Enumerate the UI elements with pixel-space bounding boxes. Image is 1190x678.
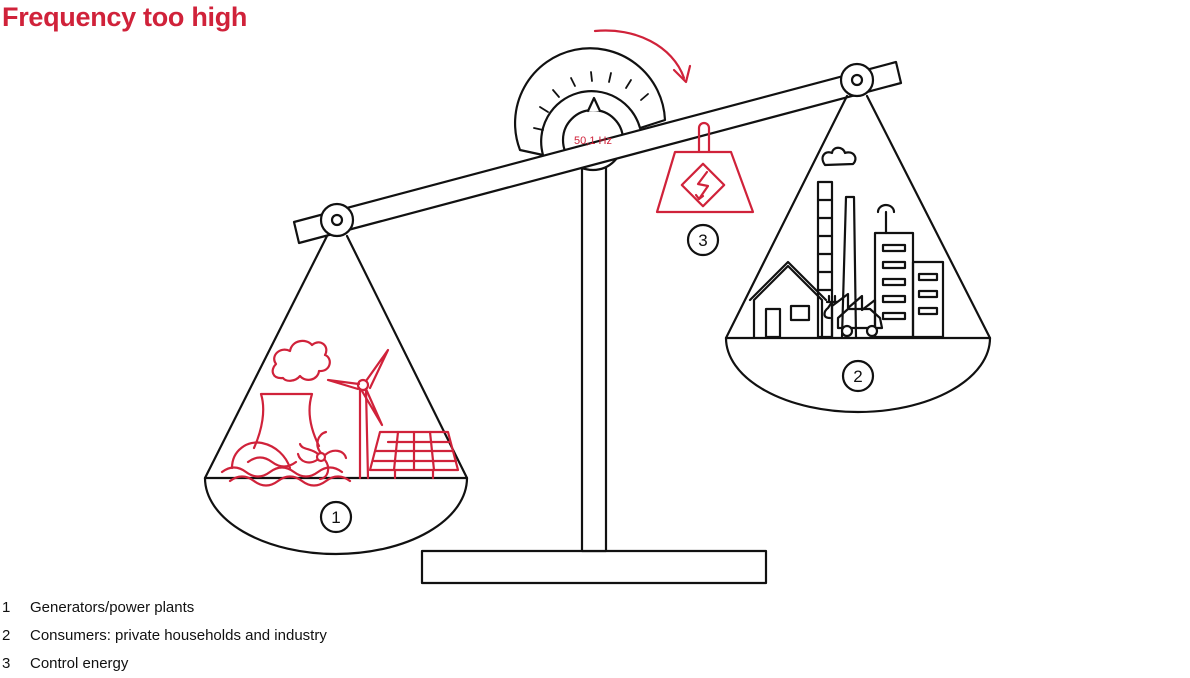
legend-number: 1 [2,599,11,616]
electric-car-icon [823,294,884,338]
marker-3-label: 3 [698,231,707,250]
legend: 1 Generators/power plants 2 Consumers: p… [2,594,327,678]
solar-panel-icon [368,430,460,480]
wind-turbine-icon [326,348,390,480]
legend-item: 3 Control energy [2,650,327,678]
office-building-icon [873,203,945,339]
legend-number: 2 [2,627,11,644]
cooling-tower-icon [252,392,321,450]
legend-item: 1 Generators/power plants [2,594,327,622]
frequency-reading: 50,1 Hz [574,135,612,147]
factory-icon [816,146,877,339]
legend-number: 3 [2,655,11,672]
marker-1-label: 1 [331,508,340,527]
power-plant-icon [220,339,352,487]
legend-label: Generators/power plants [30,599,195,616]
scale-base [420,549,768,585]
legend-label: Consumers: private households and indust… [30,627,327,644]
balance-scale-diagram: 50,1 Hz 1 2 3 [203,29,992,585]
marker-1 [319,500,353,534]
marker-3 [686,223,720,257]
page-title: Frequency too high [2,2,248,32]
rotation-arrow-icon [593,29,692,84]
lightning-icon [680,162,726,208]
house-icon [748,260,828,339]
marker-2 [841,359,875,393]
marker-2-label: 2 [853,367,862,386]
scale-pillar [580,158,608,553]
weight-icon [655,121,755,214]
scale-beam [292,60,903,245]
legend-label: Control energy [30,655,129,672]
legend-item: 2 Consumers: private households and indu… [2,622,327,650]
water-turbine-icon [296,430,348,481]
